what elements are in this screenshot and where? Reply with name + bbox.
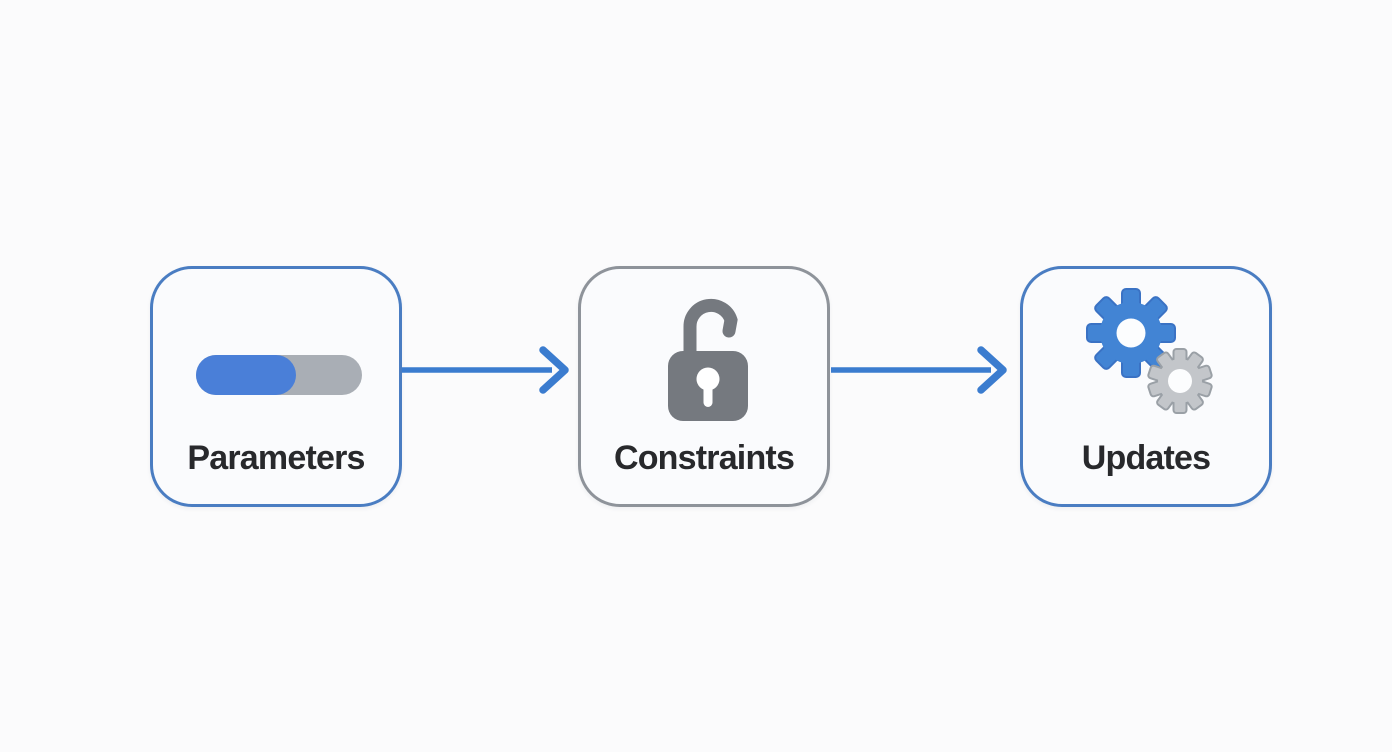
gear-primary xyxy=(1086,288,1176,378)
node-constraints-label: Constraints xyxy=(613,439,795,477)
node-constraints: Constraints xyxy=(578,266,830,507)
toggle-progress-icon xyxy=(196,355,362,395)
arrow-right-icon xyxy=(402,346,569,394)
node-updates: Updates xyxy=(1020,266,1272,507)
unlocked-padlock-icon xyxy=(668,298,748,421)
toggle-progress-fill xyxy=(196,355,296,395)
arrow-head xyxy=(539,346,569,394)
gears-icon xyxy=(1086,288,1213,414)
padlock-keyhole-stem xyxy=(703,385,713,407)
arrow-head xyxy=(977,346,1007,394)
arrow-right-icon xyxy=(831,346,1007,394)
node-parameters: Parameters xyxy=(150,266,402,507)
node-parameters-label: Parameters xyxy=(187,439,365,477)
gear-secondary xyxy=(1147,348,1213,414)
padlock-shackle xyxy=(683,298,738,364)
padlock-keyhole xyxy=(696,367,720,391)
node-updates-label: Updates xyxy=(1081,439,1211,477)
